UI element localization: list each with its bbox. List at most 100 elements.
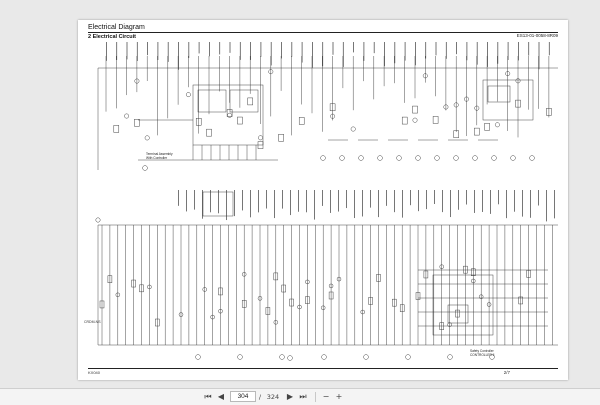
label-text-mark: [456, 42, 457, 55]
ground-circle: [358, 155, 364, 161]
lamp-circle: [218, 308, 223, 314]
label-text-mark: [234, 190, 235, 217]
ground-circle: [195, 354, 201, 360]
label-text-mark: [281, 42, 282, 59]
switch-box: [463, 265, 468, 274]
label-text-mark: [546, 190, 547, 222]
lamp-circle: [305, 279, 310, 285]
side-code: CRDM-NS: [84, 320, 101, 324]
connector-circle: [422, 73, 428, 79]
label-text-mark: [106, 42, 107, 61]
lamp-circle: [478, 294, 484, 299]
relay-box: [474, 127, 480, 136]
label-text-mark: [338, 190, 339, 212]
first-page-icon[interactable]: ⏮: [204, 392, 212, 401]
label-text-mark: [147, 42, 148, 56]
switch-box: [273, 272, 279, 281]
switch-box: [471, 268, 476, 277]
switch-box: [241, 300, 247, 308]
label-text-mark: [198, 42, 200, 54]
label-text-mark: [157, 42, 159, 60]
prev-page-icon[interactable]: ◀: [217, 392, 225, 401]
label-text-mark: [415, 42, 416, 66]
switch-box: [368, 297, 373, 305]
label-text-mark: [487, 42, 488, 67]
label-text-mark: [291, 42, 293, 57]
ground-circle: [415, 155, 421, 161]
label-text-mark: [538, 190, 539, 206]
label-text-mark: [434, 190, 435, 205]
lamp-circle: [360, 309, 365, 315]
lamp-circle: [202, 287, 207, 292]
switch-box: [328, 291, 334, 300]
connector-circle: [330, 113, 336, 119]
relay-box: [113, 125, 120, 133]
ground-circle: [472, 155, 478, 161]
fuse-circle: [95, 217, 101, 223]
ground-circle: [321, 354, 327, 360]
label-text-mark: [522, 190, 523, 217]
next-page-icon[interactable]: ▶: [286, 392, 294, 401]
relay-box: [515, 99, 521, 108]
label-text-mark: [418, 190, 419, 212]
ground-circle: [447, 354, 453, 360]
switch-box: [131, 279, 136, 288]
safety-controller-label: Safety Controller CONTROLLER II: [470, 349, 495, 357]
label-text-mark: [239, 42, 241, 60]
label-text-mark: [497, 42, 499, 64]
safety-subbox: [447, 304, 469, 324]
lamp-circle: [147, 284, 152, 290]
zoom-out-icon[interactable]: −: [322, 392, 330, 401]
label-text-mark: [306, 190, 307, 213]
ground-circle: [377, 155, 383, 161]
page-separator: /: [258, 393, 262, 401]
connector-circle: [515, 78, 521, 84]
relay-box: [453, 130, 459, 138]
zoom-in-icon[interactable]: +: [335, 392, 343, 401]
label-text-mark: [506, 190, 507, 219]
module-box: [482, 79, 534, 121]
ground-circle: [434, 155, 440, 161]
page-number-input[interactable]: [230, 391, 256, 402]
lamp-circle: [273, 320, 279, 325]
label-text-mark: [445, 42, 447, 59]
label-text-mark: [210, 190, 211, 213]
label-text-mark: [498, 190, 499, 205]
label-text-mark: [178, 190, 179, 206]
switch-box: [399, 304, 405, 312]
label-text-mark: [312, 42, 313, 68]
label-text-mark: [270, 42, 272, 66]
label-text-mark: [426, 190, 427, 210]
relay-box: [206, 128, 212, 137]
label-text-mark: [394, 190, 395, 213]
switch-box: [155, 318, 160, 327]
label-text-mark: [218, 190, 219, 214]
label-text-mark: [322, 190, 323, 206]
lamp-circle: [178, 312, 184, 317]
connector-circle: [474, 105, 480, 111]
switch-box: [415, 292, 421, 300]
ground-circle: [287, 355, 293, 361]
page-number: 2/7: [503, 370, 510, 375]
switch-box: [281, 284, 286, 293]
label-text-mark: [353, 42, 354, 53]
label-text-mark: [298, 190, 299, 212]
lamp-circle: [241, 272, 247, 277]
connector-circle: [144, 135, 150, 141]
ground-circle: [320, 155, 326, 161]
switch-box: [526, 270, 531, 278]
label-text-mark: [346, 190, 347, 209]
label-text-mark: [186, 190, 187, 212]
relay-box: [298, 117, 305, 125]
page-header-title: Electrical Diagram: [88, 24, 145, 31]
label-text-mark: [219, 42, 221, 55]
label-text-mark: [178, 42, 179, 70]
safety-controller-box: [432, 274, 494, 336]
relay-box: [247, 97, 253, 106]
ground-circle: [142, 165, 148, 171]
controller-subbox: [229, 89, 259, 113]
ground-circle: [405, 354, 411, 360]
footer-code: KX040: [88, 370, 101, 375]
last-page-icon[interactable]: ⏭: [299, 392, 307, 401]
ground-circle: [339, 155, 345, 161]
